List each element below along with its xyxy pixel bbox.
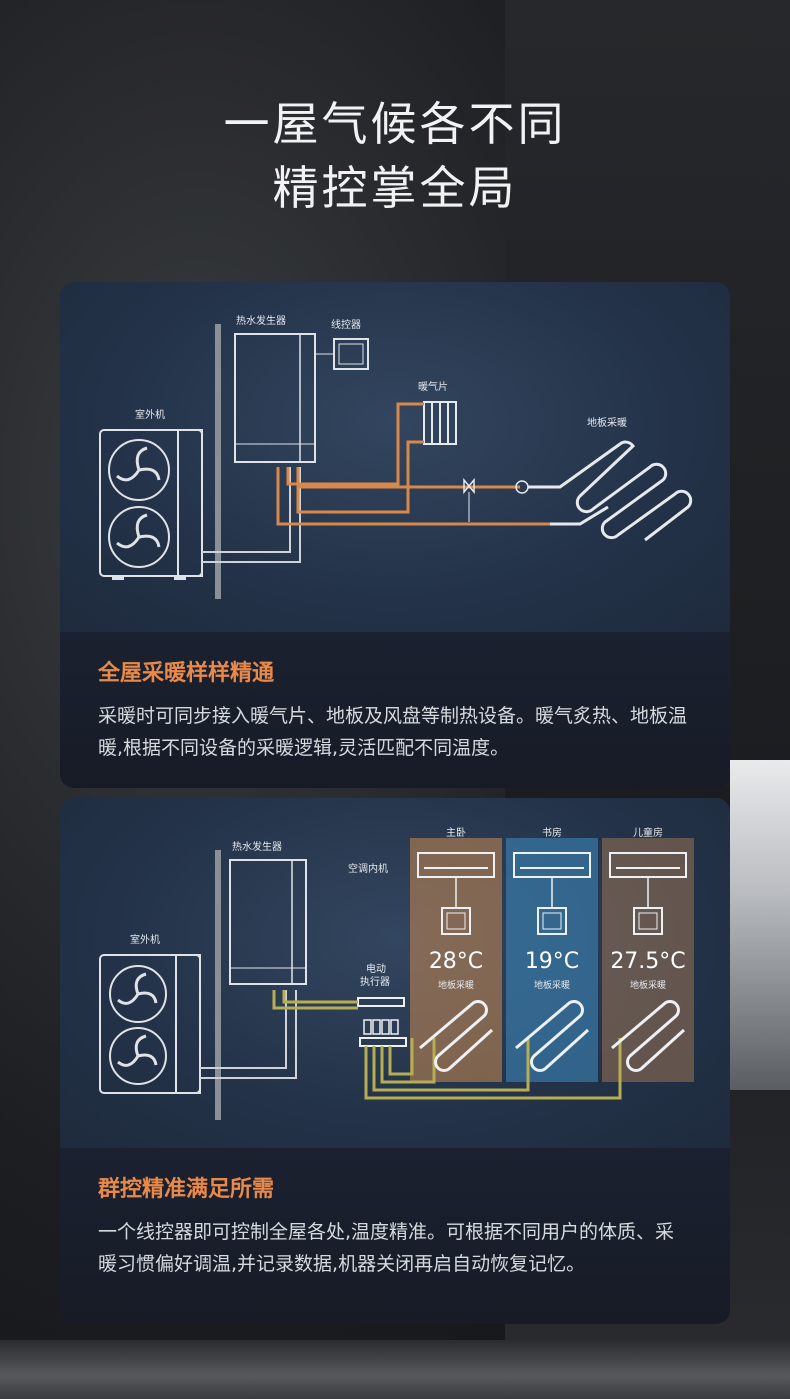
- group-control-caption-title: 群控精准满足所需: [98, 1177, 275, 1202]
- heating-caption-body: 采暖时可同步接入暖气片、地板及风盘等制热设备。暖气炙热、地板温暖,根据不同设备的…: [98, 705, 688, 759]
- pipe-outdoor-3: [200, 990, 287, 1069]
- label-outdoor: 室外机: [135, 408, 165, 421]
- room-name-master: 主卧: [446, 826, 466, 839]
- water-heater-icon: [234, 333, 316, 463]
- pipe-outdoor-2: [202, 467, 301, 563]
- hot-water-pipes: [276, 402, 550, 526]
- radiator-icon: [423, 401, 457, 445]
- floor-heating-coil-icon: [528, 440, 693, 542]
- group-control-diagram-svg: 主卧 书房 儿童房 空调内机 28°C 19°C 27: [99, 826, 694, 1120]
- outdoor-unit-icon: [99, 429, 203, 580]
- background-window: [730, 760, 790, 1090]
- room-name-kids: 儿童房: [633, 826, 663, 839]
- heating-caption: 全屋采暖样样精通 采暖时可同步接入暖气片、地板及风盘等制热设备。暖气炙热、地板温…: [60, 632, 730, 788]
- label-generator: 热水发生器: [236, 314, 286, 327]
- group-control-card: 主卧 书房 儿童房 空调内机 28°C 19°C 27: [60, 798, 730, 1324]
- pipe-outdoor-1: [202, 467, 291, 553]
- thermostat-icons: [441, 907, 663, 935]
- floor-label-master: 地板采暖: [438, 979, 474, 991]
- headline: 一屋气候各不同 精控掌全局: [0, 92, 790, 220]
- heating-caption-title: 全屋采暖样样精通: [98, 661, 275, 686]
- headline-line-1: 一屋气候各不同: [223, 97, 567, 151]
- heating-diagram: 室外机 热水发生器 线控器 暖气片: [60, 282, 730, 632]
- temp-kids: 27.5°C: [610, 949, 685, 974]
- temp-master: 28°C: [429, 949, 483, 974]
- label-radiator: 暖气片: [418, 380, 448, 393]
- floor-label-kids: 地板采暖: [630, 979, 666, 991]
- label-generator-2: 热水发生器: [232, 840, 282, 853]
- label-outdoor-2: 室外机: [130, 933, 160, 946]
- manifold-pipes: [272, 990, 622, 1100]
- wall-line-2: [215, 850, 221, 1120]
- label-actuator-1: 电动: [366, 962, 386, 975]
- water-heater-icon-2: [229, 859, 307, 985]
- manifold-actuator-icon: [357, 997, 407, 1047]
- temp-study: 19°C: [525, 949, 579, 974]
- pipe-outdoor-4: [200, 990, 297, 1079]
- background-floor: [0, 1340, 790, 1399]
- heating-card: 室外机 热水发生器 线控器 暖气片: [60, 282, 730, 788]
- group-control-caption-body: 一个线控器即可控制全屋各处,温度精准。可根据不同用户的体质、采暖习惯偏好调温,并…: [98, 1221, 675, 1275]
- thermostat-wires: [455, 877, 649, 908]
- label-controller: 线控器: [331, 318, 361, 331]
- outdoor-unit-icon-2: [99, 954, 201, 1094]
- room-name-study: 书房: [542, 826, 562, 839]
- heating-diagram-svg: 室外机 热水发生器 线控器 暖气片: [99, 314, 693, 599]
- room-floor-coils: [419, 1000, 686, 1072]
- valve-icon: [463, 477, 475, 495]
- headline-line-2: 精控掌全局: [272, 161, 518, 215]
- floor-label-study: 地板采暖: [534, 979, 570, 991]
- label-actuator-2: 执行器: [360, 975, 390, 988]
- wall-line: [215, 324, 221, 599]
- label-floor-heating: 地板采暖: [587, 416, 627, 429]
- group-control-diagram: 主卧 书房 儿童房 空调内机 28°C 19°C 27: [60, 798, 730, 1148]
- label-indoor-unit: 空调内机: [348, 862, 388, 875]
- group-control-caption: 群控精准满足所需 一个线控器即可控制全屋各处,温度精准。可根据不同用户的体质、采…: [60, 1148, 730, 1324]
